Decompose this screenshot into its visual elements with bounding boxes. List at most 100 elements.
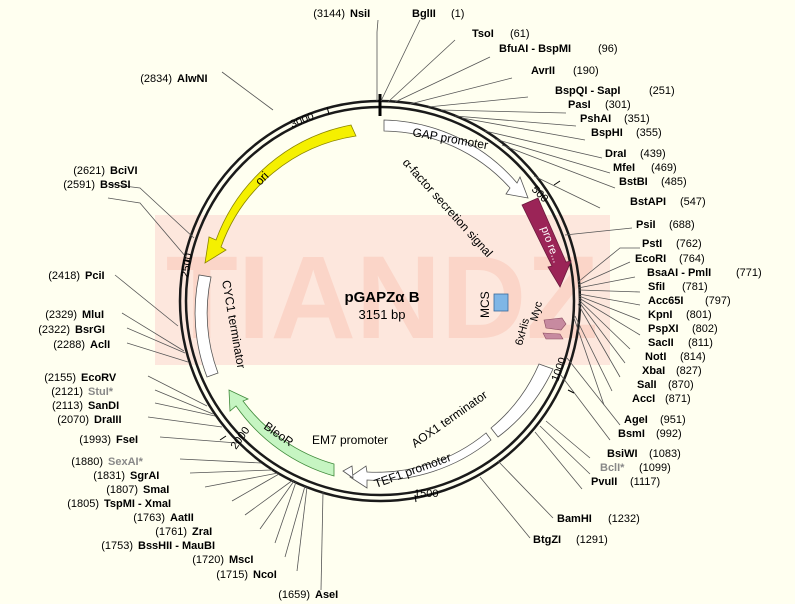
site-psai[interactable]: PasI [568, 99, 591, 111]
leader-drai [484, 130, 603, 159]
site-noti[interactable]: NotI [645, 351, 666, 363]
leader-acci [573, 317, 605, 406]
site-tspmi[interactable]: TspMI - XmaI [104, 498, 171, 510]
leader-asei [320, 491, 324, 591]
site-bamhi[interactable]: BamHI [557, 513, 592, 525]
site-pos-bsrgi: (2322) [38, 324, 70, 336]
site-nsii[interactable]: NsiI [350, 8, 370, 20]
site-pos-nsii: (3144) [313, 8, 345, 20]
site-sandi[interactable]: SanDI [88, 400, 119, 412]
site-ecorv[interactable]: EcoRV [81, 372, 117, 384]
site-sali[interactable]: SalI [637, 379, 657, 391]
leader-bsmi [559, 373, 611, 441]
site-avrii[interactable]: AvrII [531, 65, 555, 77]
site-pspxi[interactable]: PspXI [648, 323, 679, 335]
site-bstbi[interactable]: BstBI [619, 176, 648, 188]
site-ecori[interactable]: EcoRI [635, 253, 666, 265]
site-sacii[interactable]: SacII [648, 337, 674, 349]
site-draiii[interactable]: DraIII [94, 414, 122, 426]
site-fsei[interactable]: FseI [116, 434, 138, 446]
bleor-arrow [228, 389, 335, 477]
leader-tspmi [231, 473, 280, 502]
site-bsiwi[interactable]: BsiWI [607, 448, 638, 460]
site-bsssi[interactable]: BssSI [100, 179, 131, 191]
tick-1000 [567, 389, 575, 394]
watermark-text: TIANDZ [166, 232, 599, 364]
site-bcli[interactable]: BclI* [600, 462, 625, 474]
site-bspqi[interactable]: BspQI - SapI [555, 85, 620, 97]
site-tsoi[interactable]: TsoI [472, 28, 494, 40]
site-psii[interactable]: PsiI [636, 219, 656, 231]
site-pos-asei: (1659) [278, 589, 310, 601]
site-acli[interactable]: AclI [90, 339, 110, 351]
site-bsphi[interactable]: BspHI [591, 127, 623, 139]
site-alwni[interactable]: AlwNI [177, 73, 208, 85]
site-pos-pspxi: (802) [692, 323, 718, 335]
site-bsshii[interactable]: BssHII - MauBI [138, 540, 215, 552]
site-acc65i[interactable]: Acc65I [648, 295, 683, 307]
site-bcivi[interactable]: BciVI [110, 165, 138, 177]
leader-zrai [259, 480, 295, 530]
leader-sacii [578, 299, 631, 350]
site-kpni[interactable]: KpnI [648, 309, 672, 321]
site-pshai[interactable]: PshAI [580, 113, 611, 125]
site-pos-sexai: (1880) [71, 456, 103, 468]
cyc1-terminator-arc [194, 274, 219, 378]
site-bglii[interactable]: BglII [412, 8, 436, 20]
site-bsaai[interactable]: BsaAI - PmlI [647, 267, 711, 279]
leader-bsssi [107, 197, 187, 258]
site-pos-psai: (301) [605, 99, 631, 111]
em7-promoter-label: EM7 promoter [312, 433, 388, 447]
site-mfei[interactable]: MfeI [613, 162, 635, 174]
tick-label-2500: 2500 [179, 252, 195, 278]
site-pvuii[interactable]: PvuII [591, 476, 617, 488]
site-agei[interactable]: AgeI [624, 414, 648, 426]
site-pos-bsphi: (355) [636, 127, 662, 139]
site-msci[interactable]: MscI [229, 554, 253, 566]
site-pos-xbai: (827) [676, 365, 702, 377]
leader-sali [574, 315, 613, 392]
site-bsmi[interactable]: BsmI [618, 428, 645, 440]
leader-sandi [154, 402, 216, 417]
site-pos-mlui: (2329) [45, 309, 77, 321]
site-pos-bspqi: (251) [649, 85, 675, 97]
leader-bfuai [394, 56, 491, 103]
site-asei[interactable]: AseI [315, 589, 338, 601]
site-pos-stui: (2121) [51, 386, 83, 398]
site-pos-psti: (762) [676, 238, 702, 250]
site-pos-bstbi: (485) [661, 176, 687, 188]
site-aatii[interactable]: AatII [170, 512, 194, 524]
site-psti[interactable]: PstI [642, 238, 662, 250]
leader-pvuii [534, 431, 583, 490]
site-sexai[interactable]: SexAI* [108, 456, 144, 468]
site-sgrai[interactable]: SgrAI [130, 470, 159, 482]
site-btgzi[interactable]: BtgZI [533, 534, 561, 546]
site-pos-bsaai: (771) [736, 267, 762, 279]
tick-2500 [182, 259, 191, 263]
leader-bsphi [461, 117, 586, 141]
site-pos-bsiwi: (1083) [649, 448, 681, 460]
site-pcii[interactable]: PciI [85, 270, 105, 282]
site-stui[interactable]: StuI* [88, 386, 114, 398]
site-sfii[interactable]: SfiI [648, 281, 665, 293]
mcs-label: MCS [478, 291, 492, 318]
site-ncoi[interactable]: NcoI [253, 569, 277, 581]
site-mlui[interactable]: MluI [82, 309, 104, 321]
leader-sgrai [189, 469, 273, 474]
site-pos-ecorv: (2155) [44, 372, 76, 384]
site-pos-drai: (439) [640, 148, 666, 160]
leader-bsiwi [545, 420, 591, 459]
site-zrai[interactable]: ZraI [192, 526, 212, 538]
site-bsrgi[interactable]: BsrGI [75, 324, 105, 336]
site-drai[interactable]: DraI [605, 148, 626, 160]
site-bfuai[interactable]: BfuAI - BspMI [499, 43, 571, 55]
site-pos-sgrai: (1831) [93, 470, 125, 482]
site-acci[interactable]: AccI [632, 393, 655, 405]
leader-draiii [147, 416, 223, 428]
site-bstapi[interactable]: BstAPI [630, 196, 666, 208]
leader-mlui [121, 312, 185, 352]
site-xbai[interactable]: XbaI [642, 365, 665, 377]
site-pos-acc65i: (797) [705, 295, 731, 307]
site-pos-bstapi: (547) [680, 196, 706, 208]
site-smai[interactable]: SmaI [143, 484, 169, 496]
